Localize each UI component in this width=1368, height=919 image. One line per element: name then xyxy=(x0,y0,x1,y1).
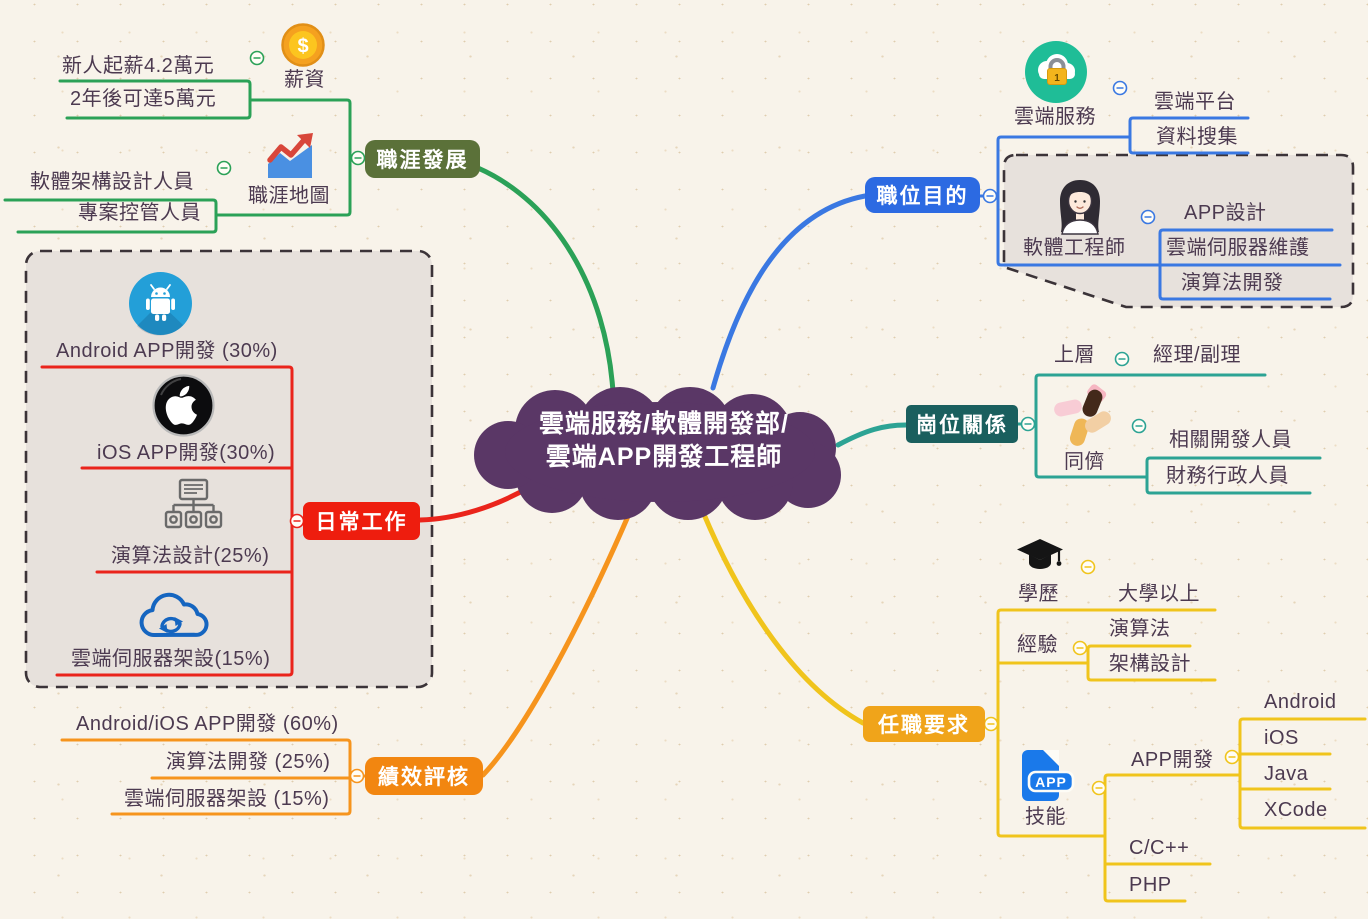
topic-software-engineer[interactable]: 軟體工程師 xyxy=(1023,237,1126,259)
topic-skill-android[interactable]: Android xyxy=(1264,691,1337,713)
coin-icon: $ xyxy=(281,23,325,67)
topic-career-map[interactable]: 職涯地圖 xyxy=(248,185,330,207)
cloud-sync-icon xyxy=(139,592,209,637)
svg-text:$: $ xyxy=(297,36,308,58)
performance-branch-curve xyxy=(480,511,632,778)
topic-exp-algorithm[interactable]: 演算法 xyxy=(1109,618,1171,640)
topic-app-development[interactable]: APP開發 xyxy=(1131,749,1214,771)
node-performance-review[interactable]: 績效評核 xyxy=(365,757,483,795)
collapse-button-upper[interactable] xyxy=(1114,351,1130,367)
collapse-button-requirements-node[interactable] xyxy=(983,716,999,732)
collapse-button-purpose-node[interactable] xyxy=(982,188,998,204)
topic-app-design[interactable]: APP設計 xyxy=(1184,202,1267,224)
topic-cloud-server-maintenance[interactable]: 雲端伺服器維護 xyxy=(1166,237,1310,259)
topic-skill-ios[interactable]: iOS xyxy=(1264,727,1299,749)
trend-chart-icon xyxy=(267,133,313,178)
topic-manager-deputy[interactable]: 經理/副理 xyxy=(1153,344,1242,366)
topic-perf-algorithm[interactable]: 演算法開發 (25%) xyxy=(166,751,331,773)
collapse-button-skills[interactable] xyxy=(1091,780,1107,796)
collapse-button-career-map[interactable] xyxy=(216,160,232,176)
topic-project-controller[interactable]: 專案控管人員 xyxy=(78,202,201,224)
career-branch-curve xyxy=(475,165,616,395)
topic-data-collection[interactable]: 資料搜集 xyxy=(1156,126,1238,148)
collapse-button-engineer[interactable] xyxy=(1140,209,1156,225)
collapse-button-experience[interactable] xyxy=(1072,640,1088,656)
apple-icon xyxy=(152,374,215,437)
main-branch-curves xyxy=(417,165,909,778)
topic-starting-salary[interactable]: 新人起薪4.2萬元 xyxy=(62,55,215,77)
engineer-avatar-icon xyxy=(1060,180,1100,235)
topic-algorithm-design[interactable]: 演算法設計(25%) xyxy=(111,545,270,567)
collapse-button-cloud-service[interactable] xyxy=(1112,80,1128,96)
android-icon xyxy=(129,272,192,336)
collapse-button-performance-node[interactable] xyxy=(349,768,365,784)
topic-peers[interactable]: 同儕 xyxy=(1064,451,1105,473)
topic-skill-xcode[interactable]: XCode xyxy=(1264,799,1328,821)
topic-skill-c-cpp[interactable]: C/C++ xyxy=(1129,837,1190,859)
topic-finance-admin[interactable]: 財務行政人員 xyxy=(1166,465,1289,487)
svg-text:APP: APP xyxy=(1035,774,1067,790)
hands-together-icon xyxy=(1054,384,1111,446)
svg-text:1: 1 xyxy=(1054,73,1060,84)
topic-skills[interactable]: 技能 xyxy=(1025,806,1066,828)
app-file-icon: APP xyxy=(1022,750,1075,801)
topic-software-architect[interactable]: 軟體架構設計人員 xyxy=(30,171,194,193)
topic-skill-php[interactable]: PHP xyxy=(1129,874,1172,896)
central-cloud-shape[interactable] xyxy=(474,387,841,520)
node-position-relations[interactable]: 崗位關係 xyxy=(906,405,1018,443)
topic-algorithm-development[interactable]: 演算法開發 xyxy=(1181,272,1284,294)
collapse-button-education[interactable] xyxy=(1080,559,1096,575)
daily-branch-curve xyxy=(417,482,536,523)
topic-cloud-service[interactable]: 雲端服務 xyxy=(1014,106,1096,128)
topic-perf-app-dev[interactable]: Android/iOS APP開發 (60%) xyxy=(76,713,339,735)
topic-ios-app-dev[interactable]: iOS APP開發(30%) xyxy=(97,442,276,464)
topic-salary[interactable]: 薪資 xyxy=(284,69,325,91)
topic-education[interactable]: 學歷 xyxy=(1018,583,1059,605)
collapse-button-peers[interactable] xyxy=(1131,418,1147,434)
node-job-requirements[interactable]: 任職要求 xyxy=(863,706,985,742)
collapse-button-salary[interactable] xyxy=(249,50,265,66)
collapse-buttons xyxy=(216,50,1240,796)
topic-related-developers[interactable]: 相關開發人員 xyxy=(1169,429,1292,451)
topic-salary-after-2y[interactable]: 2年後可達5萬元 xyxy=(70,88,217,110)
node-job-purpose[interactable]: 職位目的 xyxy=(865,177,980,213)
topic-upper-level[interactable]: 上層 xyxy=(1054,344,1095,366)
topic-perf-cloud-server[interactable]: 雲端伺服器架設 (15%) xyxy=(124,788,330,810)
central-topic-line2: 雲端APP開發工程師 xyxy=(545,443,783,471)
topic-university-above[interactable]: 大學以上 xyxy=(1118,583,1200,605)
purpose-branch-curve xyxy=(710,193,868,391)
relations-branch-curve xyxy=(835,422,909,448)
topic-experience[interactable]: 經驗 xyxy=(1017,634,1058,656)
flowchart-icon xyxy=(164,478,223,529)
topic-cloud-server-setup[interactable]: 雲端伺服器架設(15%) xyxy=(71,648,271,670)
node-daily-work[interactable]: 日常工作 xyxy=(303,502,420,540)
collapse-button-daily-node[interactable] xyxy=(289,513,305,529)
topic-cloud-platform[interactable]: 雲端平台 xyxy=(1154,91,1236,113)
cloud-lock-icon: 1 xyxy=(1025,41,1087,103)
central-topic-line1: 雲端服務/軟體開發部/ xyxy=(539,410,789,438)
central-topic[interactable]: 雲端服務/軟體開發部/ 雲端APP開發工程師 xyxy=(480,408,848,474)
topic-android-app-dev[interactable]: Android APP開發 (30%) xyxy=(56,340,278,362)
node-career-development[interactable]: 職涯發展 xyxy=(365,140,480,178)
requirements-branch-curve xyxy=(700,509,866,726)
topic-exp-architecture[interactable]: 架構設計 xyxy=(1109,653,1191,675)
collapse-button-career-node[interactable] xyxy=(350,150,366,166)
collapse-button-app-dev[interactable] xyxy=(1224,749,1240,765)
collapse-button-relations-node[interactable] xyxy=(1020,416,1036,432)
graduation-cap-icon xyxy=(1017,539,1063,569)
topic-skill-java[interactable]: Java xyxy=(1264,763,1309,785)
